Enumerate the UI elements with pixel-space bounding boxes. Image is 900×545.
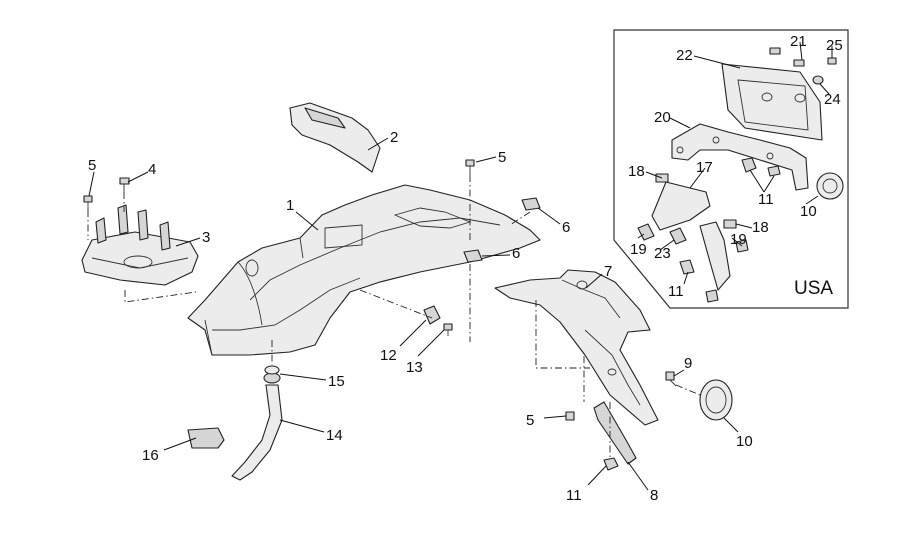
reflector-10-inset-part: [816, 172, 844, 200]
screw-5b-part: [465, 159, 475, 175]
plate-bracket-20-part: [671, 123, 809, 191]
callout-1: 1: [286, 197, 294, 214]
assembly-lines: [87, 175, 701, 460]
callout-5b: 5: [498, 149, 506, 166]
callout-25: 25: [826, 37, 843, 54]
callout-3: 3: [202, 229, 210, 246]
screw-5c-part: [565, 411, 575, 421]
callout-22: 22: [676, 47, 693, 64]
callout-11c: 11: [668, 283, 684, 300]
nut-11-part: [603, 457, 619, 471]
callout-9: 9: [684, 355, 692, 372]
callout-5c: 5: [526, 412, 534, 429]
callout-14: 14: [326, 427, 343, 444]
callout-15: 15: [328, 373, 345, 390]
usa-inset-panel: USA: [613, 29, 849, 309]
rear-undertray-part: [187, 184, 541, 356]
callout-11b: 11: [758, 191, 774, 208]
callout-10a: 10: [736, 433, 753, 450]
screw-13-part: [443, 323, 453, 336]
callout-24: 24: [824, 91, 841, 108]
callout-11a: 11: [566, 487, 582, 504]
clip-6a-part: [521, 197, 541, 211]
leader-lines: [88, 41, 833, 491]
grommet-15-part: [263, 365, 281, 384]
callout-2: 2: [390, 129, 398, 146]
callout-13: 13: [406, 359, 423, 376]
rear-mudguard-part: [494, 269, 659, 426]
plate-support-17-part: [651, 181, 731, 291]
callout-4: 4: [148, 161, 156, 178]
screw-4-part: [119, 177, 130, 192]
callout-5a: 5: [88, 157, 96, 174]
callout-labels: 1 2 3 4 5 5 5 6 6 7 8 9 10 11 12 13 14 1…: [88, 33, 843, 504]
nut-12-part: [423, 305, 441, 325]
callout-18a: 18: [628, 163, 645, 180]
reflector-10-part: [699, 379, 733, 421]
callout-6a: 6: [562, 219, 570, 236]
screw-9-part: [665, 371, 677, 387]
callout-19b: 19: [730, 231, 747, 248]
callout-10b: 10: [800, 203, 817, 220]
callout-21: 21: [790, 33, 807, 50]
callout-6b: 6: [512, 245, 520, 262]
electrical-tray-part: [81, 204, 199, 286]
clip-16-part: [187, 427, 225, 449]
plate-bracket-8-part: [593, 401, 637, 465]
callout-23: 23: [654, 245, 671, 262]
rear-cover-part: [289, 102, 381, 173]
callout-18b: 18: [752, 219, 769, 236]
usa-region-label: USA: [794, 278, 833, 299]
callout-17: 17: [696, 159, 713, 176]
callout-7: 7: [604, 263, 612, 280]
callout-8: 8: [650, 487, 658, 504]
license-plate-holder-22-part: [721, 63, 823, 141]
callout-19a: 19: [630, 241, 647, 258]
callout-16: 16: [142, 447, 159, 464]
screw-5a-part: [83, 195, 93, 210]
drain-hose-14-part: [231, 384, 283, 481]
callout-12: 12: [380, 347, 397, 364]
callout-20: 20: [654, 109, 671, 126]
clip-6b-part: [463, 249, 483, 263]
